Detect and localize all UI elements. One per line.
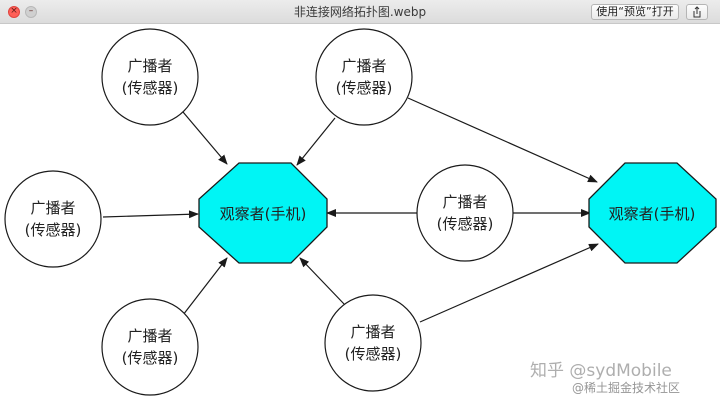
broadcaster-label-1: 广播者 bbox=[127, 57, 172, 75]
broadcaster-node-6: 广播者 (传感器) bbox=[324, 294, 422, 392]
observer-label-2: 观察者(手机) bbox=[609, 205, 696, 223]
broadcaster-node-5: 广播者 (传感器) bbox=[101, 298, 199, 396]
broadcaster-node-3: 广播者 (传感器) bbox=[4, 170, 102, 268]
broadcaster-sublabel-4: (传感器) bbox=[437, 215, 494, 233]
broadcaster-sublabel-3: (传感器) bbox=[25, 221, 82, 239]
watermark-juejin: @稀土掘金技术社区 bbox=[572, 381, 681, 395]
close-icon: × bbox=[10, 6, 18, 16]
edge-b5-o1 bbox=[182, 257, 228, 316]
broadcaster-node-2: 广播者 (传感器) bbox=[315, 28, 413, 126]
title-bar[interactable]: × – 非连接网络拓扑图.webp 使用“预览”打开 bbox=[0, 0, 720, 24]
network-topology-diagram: 观察者(手机) 观察者(手机) 广播者 (传感器) 广播者 (传感器) 广播者 … bbox=[4, 28, 717, 396]
watermark-zhihu: 知乎 @sydMobile bbox=[530, 361, 672, 381]
broadcaster-label-4: 广播者 bbox=[442, 193, 487, 211]
observer-label-1: 观察者(手机) bbox=[220, 205, 307, 223]
broadcaster-sublabel-2: (传感器) bbox=[336, 79, 393, 97]
edge-b2-o1 bbox=[296, 117, 336, 166]
edge-b2-o2 bbox=[407, 97, 598, 183]
open-with-preview-button[interactable]: 使用“预览”打开 bbox=[591, 4, 679, 20]
edge-b6-o1 bbox=[299, 257, 346, 306]
broadcaster-label-5: 广播者 bbox=[127, 327, 172, 345]
edge-b1-o1 bbox=[182, 111, 228, 165]
minimize-icon: – bbox=[28, 6, 34, 16]
broadcaster-sublabel-6: (传感器) bbox=[345, 345, 402, 363]
share-button[interactable] bbox=[686, 4, 708, 20]
edge-b6-o2 bbox=[419, 243, 599, 323]
observer-node-1: 观察者(手机) bbox=[198, 162, 328, 264]
broadcaster-node-1: 广播者 (传感器) bbox=[101, 28, 199, 126]
broadcaster-label-3: 广播者 bbox=[30, 199, 75, 217]
broadcaster-label-2: 广播者 bbox=[341, 57, 386, 75]
close-button[interactable]: × bbox=[8, 6, 20, 18]
broadcaster-label-6: 广播者 bbox=[350, 323, 395, 341]
share-icon bbox=[693, 6, 701, 18]
broadcaster-sublabel-1: (传感器) bbox=[122, 79, 179, 97]
edge-b3-o1 bbox=[102, 210, 199, 219]
broadcaster-sublabel-5: (传感器) bbox=[122, 349, 179, 367]
broadcaster-node-4: 广播者 (传感器) bbox=[416, 164, 514, 262]
image-canvas: 观察者(手机) 观察者(手机) 广播者 (传感器) 广播者 (传感器) 广播者 … bbox=[0, 24, 720, 400]
minimize-button[interactable]: – bbox=[25, 6, 37, 18]
observer-node-2: 观察者(手机) bbox=[588, 162, 717, 264]
